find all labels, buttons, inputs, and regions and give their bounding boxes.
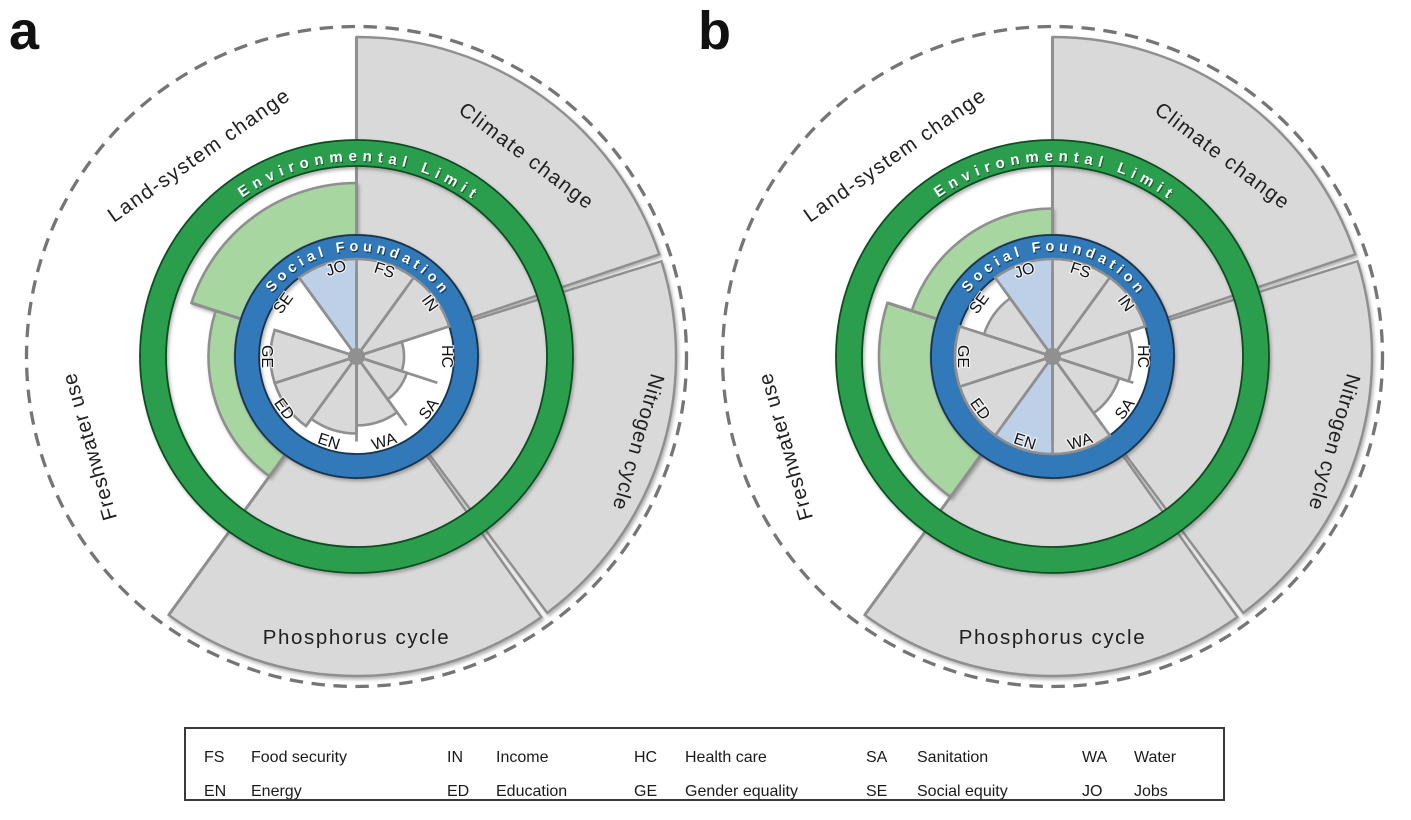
svg-text:ED: ED: [447, 783, 469, 800]
svg-text:JO: JO: [1082, 783, 1102, 800]
svg-text:Jobs: Jobs: [1134, 783, 1168, 800]
svg-text:Health care: Health care: [685, 749, 767, 766]
svg-text:GE: GE: [954, 345, 971, 368]
svg-text:IN: IN: [447, 749, 463, 766]
svg-text:Phosphorus cycle: Phosphorus cycle: [263, 626, 450, 649]
svg-text:HC: HC: [634, 749, 657, 766]
svg-text:GE: GE: [634, 783, 657, 800]
svg-text:FS: FS: [204, 749, 224, 766]
svg-text:HC: HC: [438, 345, 455, 368]
svg-text:Water: Water: [1134, 749, 1177, 766]
svg-text:Energy: Energy: [251, 783, 302, 800]
svg-text:SA: SA: [866, 749, 888, 766]
svg-text:Sanitation: Sanitation: [917, 749, 988, 766]
svg-text:HC: HC: [1134, 345, 1151, 368]
svg-text:WA: WA: [1082, 749, 1108, 766]
svg-text:Education: Education: [496, 783, 567, 800]
svg-text:Gender equality: Gender equality: [685, 783, 798, 800]
svg-text:Food security: Food security: [251, 749, 347, 766]
svg-text:a: a: [9, 1, 40, 61]
svg-text:GE: GE: [258, 345, 275, 368]
svg-text:b: b: [698, 1, 731, 61]
svg-text:Social equity: Social equity: [917, 783, 1008, 800]
svg-text:Income: Income: [496, 749, 549, 766]
svg-text:Phosphorus cycle: Phosphorus cycle: [959, 626, 1146, 649]
svg-text:EN: EN: [204, 783, 226, 800]
svg-text:SE: SE: [866, 783, 887, 800]
